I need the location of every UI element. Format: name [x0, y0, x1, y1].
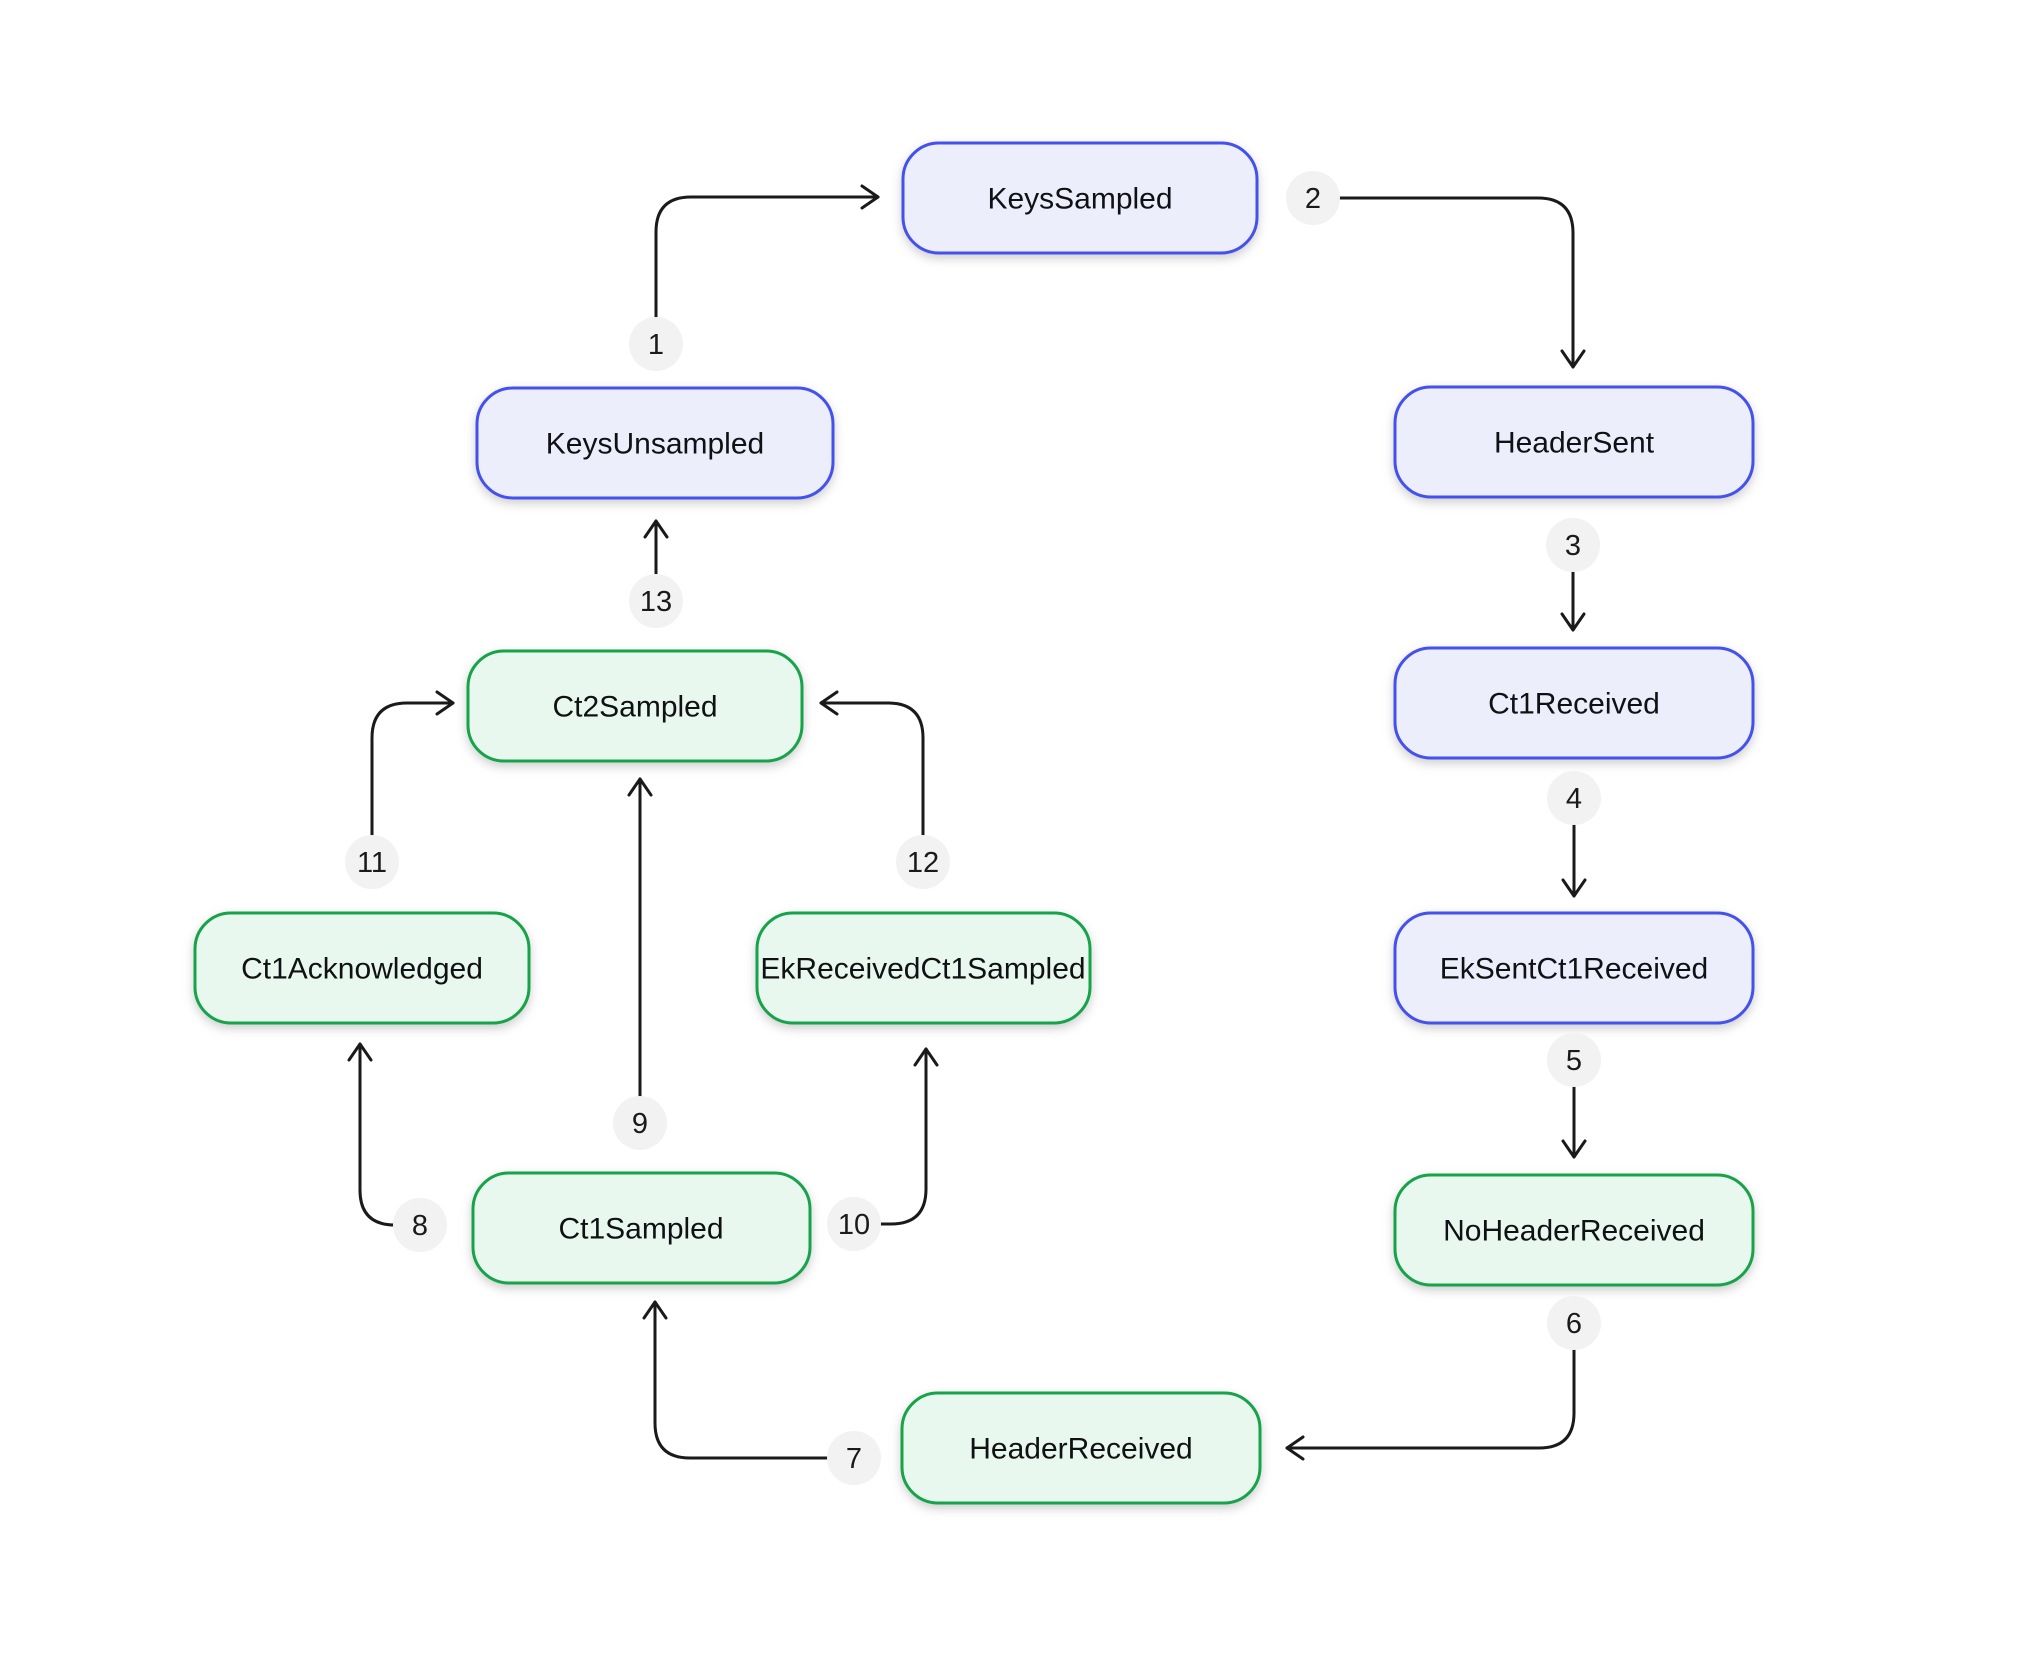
badge-circle	[613, 1096, 667, 1150]
edge-number-badge-4: 4	[1547, 771, 1601, 825]
edge-number: 11	[357, 847, 387, 879]
edge-number-badge-5: 5	[1547, 1033, 1601, 1087]
edge-number-badge-13: 13	[629, 574, 683, 628]
state-node-keyssampled: KeysSampled	[901, 141, 1259, 255]
edge-number: 10	[838, 1209, 870, 1241]
edge-8-ct1sampled-to-ct1acknowledged	[347, 1042, 422, 1227]
node-shape	[1393, 385, 1755, 499]
node-shape	[1393, 646, 1755, 760]
edge-number-badge-11: 11	[345, 835, 399, 889]
node-label: NoHeaderReceived	[1443, 1215, 1705, 1248]
edge-7-headerreceived-to-ct1sampled	[642, 1300, 856, 1460]
edge-number: 5	[1566, 1045, 1582, 1077]
badge-circle	[1547, 771, 1601, 825]
node-label: Ct1Received	[1488, 688, 1660, 721]
badge-circle	[629, 317, 683, 371]
node-shape	[1393, 911, 1755, 1025]
node-label: Ct1Sampled	[558, 1213, 723, 1246]
edges-layer	[347, 184, 1587, 1461]
node-shape	[755, 911, 1092, 1025]
edge-number-badge-2: 2	[1286, 171, 1340, 225]
badge-circle	[827, 1197, 881, 1251]
badge-circle	[345, 835, 399, 889]
edge-number: 8	[412, 1210, 428, 1242]
badge-circle	[629, 574, 683, 628]
edge-6-noheaderreceived-to-headerreceived	[1285, 1321, 1576, 1461]
edge-number-badge-1: 1	[629, 317, 683, 371]
edge-10-ct1sampled-to-ekreceivedct1sampled	[852, 1047, 939, 1226]
state-node-eksentct1received: EkSentCt1Received	[1393, 911, 1755, 1025]
state-node-headersent: HeaderSent	[1393, 385, 1755, 499]
badge-circle	[827, 1431, 881, 1485]
edge-number: 3	[1565, 530, 1581, 562]
edge-number-badge-9: 9	[613, 1096, 667, 1150]
edge-number: 2	[1305, 183, 1321, 215]
edge-number-badge-6: 6	[1547, 1296, 1601, 1350]
edge-1-keysunsampled-to-keyssampled	[654, 184, 880, 346]
badge-circle	[1546, 518, 1600, 572]
edge-number-badge-3: 3	[1546, 518, 1600, 572]
nodes-layer: KeysSampled KeysUnsampled HeaderSent Ct1…	[193, 141, 1755, 1505]
state-node-ct1sampled: Ct1Sampled	[471, 1171, 812, 1285]
edge-number: 13	[640, 586, 672, 618]
node-shape	[900, 1391, 1262, 1505]
edge-number-badge-10: 10	[827, 1197, 881, 1251]
node-label: EkReceivedCt1Sampled	[760, 953, 1085, 986]
state-node-ct1acknowledged: Ct1Acknowledged	[193, 911, 531, 1025]
state-node-ct2sampled: Ct2Sampled	[466, 649, 804, 763]
edge-number: 9	[632, 1108, 648, 1140]
edge-badges-layer: 1 2 3 4 5 6 7 8	[345, 171, 1601, 1485]
state-node-headerreceived: HeaderReceived	[900, 1391, 1262, 1505]
state-node-ct1received: Ct1Received	[1393, 646, 1755, 760]
badge-circle	[1547, 1296, 1601, 1350]
badge-circle	[393, 1198, 447, 1252]
badge-circle	[896, 835, 950, 889]
edge-number: 6	[1566, 1308, 1582, 1340]
edge-number: 1	[648, 329, 664, 361]
edge-number-badge-12: 12	[896, 835, 950, 889]
edge-2-keyssampled-to-headersent	[1311, 196, 1586, 369]
node-shape	[193, 911, 531, 1025]
edge-number: 12	[907, 847, 939, 879]
state-node-noheaderreceived: NoHeaderReceived	[1393, 1173, 1755, 1287]
node-label: HeaderReceived	[969, 1433, 1192, 1466]
node-label: HeaderSent	[1494, 427, 1655, 460]
state-node-keysunsampled: KeysUnsampled	[475, 386, 835, 500]
node-shape	[475, 386, 835, 500]
node-shape	[466, 649, 804, 763]
node-shape	[1393, 1173, 1755, 1287]
node-shape	[471, 1171, 812, 1285]
edge-12-ekreceivedct1sampled-to-ct2sampled	[819, 690, 925, 864]
badge-circle	[1547, 1033, 1601, 1087]
node-label: Ct2Sampled	[552, 691, 717, 724]
edge-number: 4	[1566, 783, 1582, 815]
node-label: Ct1Acknowledged	[241, 953, 483, 986]
node-label: EkSentCt1Received	[1440, 953, 1708, 986]
edge-number-badge-7: 7	[827, 1431, 881, 1485]
state-node-ekreceivedct1sampled: EkReceivedCt1Sampled	[755, 911, 1092, 1025]
node-label: KeysUnsampled	[546, 428, 764, 461]
edge-number: 7	[846, 1443, 862, 1475]
node-shape	[901, 141, 1259, 255]
node-label: KeysSampled	[987, 183, 1172, 216]
badge-circle	[1286, 171, 1340, 225]
edge-number-badge-8: 8	[393, 1198, 447, 1252]
edge-11-ct1acknowledged-to-ct2sampled	[370, 690, 455, 864]
